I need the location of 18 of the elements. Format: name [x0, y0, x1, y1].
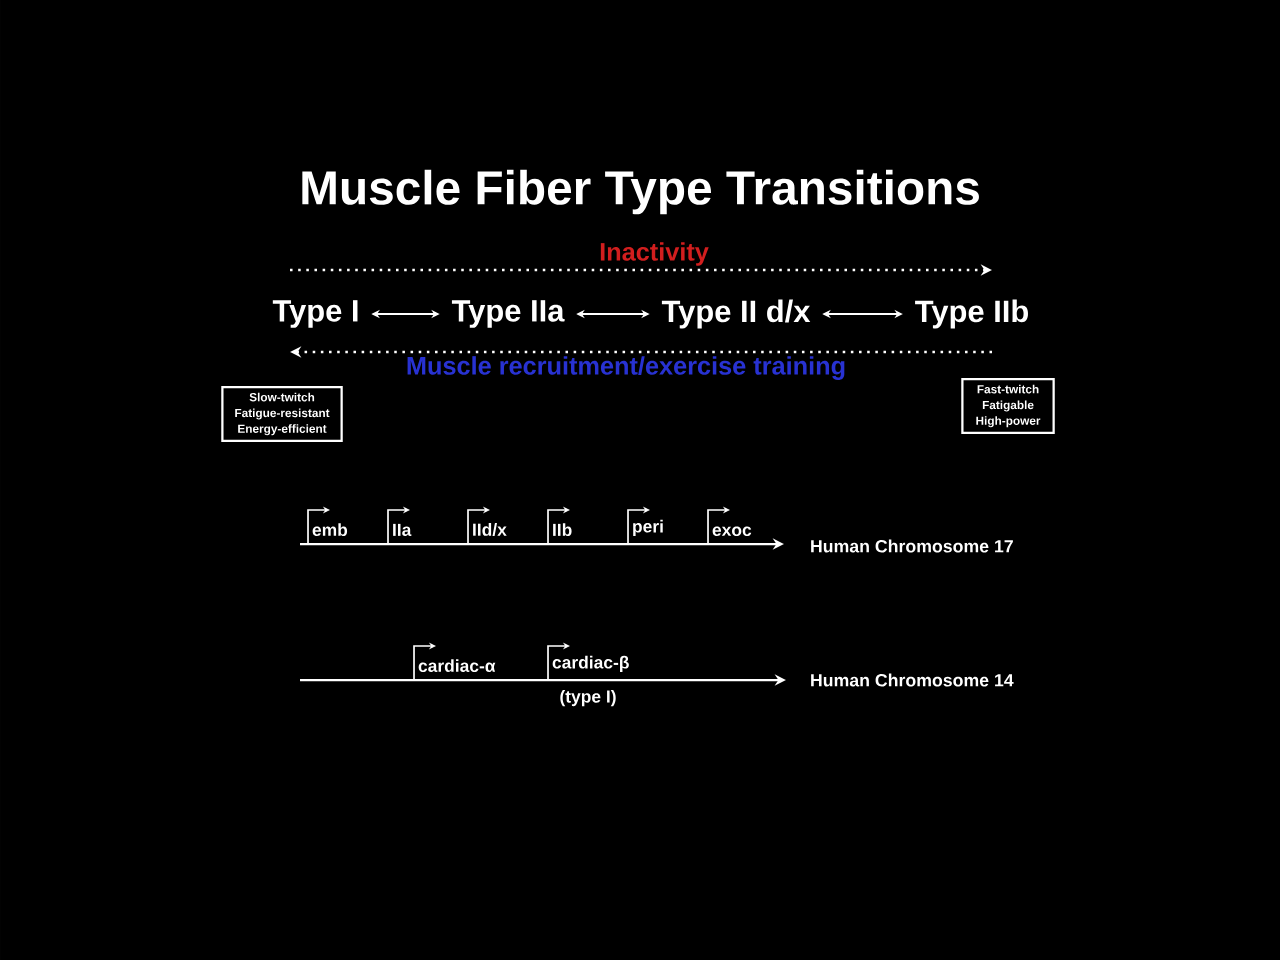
fiber-type-label: Type II d/x	[661, 299, 811, 329]
fiber-type-label: Type IIb	[915, 299, 1028, 329]
edge-label: Muscle recruitment/exercise training	[404, 354, 848, 382]
gene-label: peri	[633, 519, 663, 537]
fiber-type-label: Type I	[272, 300, 358, 328]
gene-label: cardiac-β	[552, 655, 629, 673]
gene-label: IIb	[553, 523, 572, 537]
gene-label: cardiac-α	[418, 659, 496, 673]
fiber-type-label: Type IIa	[451, 300, 565, 328]
gene-label: IId/x	[473, 523, 507, 537]
gene-label: exoc	[712, 526, 752, 537]
chromosome-label: Human Chromosome 14	[811, 673, 1014, 687]
title: Muscle Fiber Type Transitions	[302, 169, 979, 215]
chromosome-label: Human Chromosome 17	[811, 539, 1013, 553]
gene-label: emb	[312, 523, 348, 537]
gene-label: IIa	[393, 523, 412, 537]
edge-label: Inactivity	[597, 240, 711, 268]
gene-label: (type I)	[560, 689, 616, 707]
